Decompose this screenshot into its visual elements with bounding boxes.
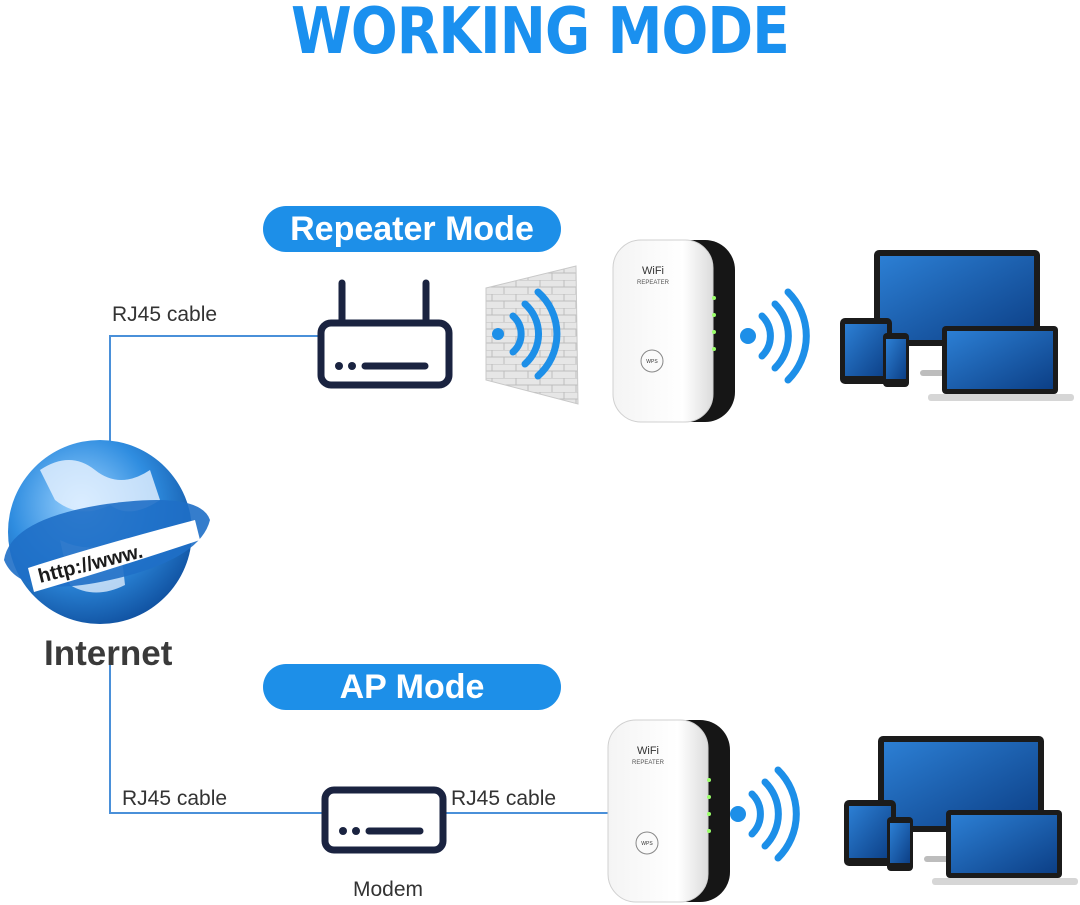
wifi-signal-icon bbox=[492, 288, 561, 380]
wifi-signal-icon bbox=[730, 766, 800, 862]
repeater-model: REPEATER bbox=[637, 280, 670, 286]
rj45-cable-label: RJ45 cable bbox=[122, 787, 228, 810]
client-devices-icon bbox=[844, 736, 1078, 885]
repeater-brand: WiFi bbox=[637, 745, 659, 757]
diagram-title: WORKING MODE bbox=[291, 0, 790, 69]
internet-label: Internet bbox=[44, 634, 173, 673]
rj45-cable-label: RJ45 cable bbox=[112, 303, 218, 326]
wifi-repeater-device: WiFi REPEATER WPS bbox=[607, 719, 730, 903]
wifi-repeater-device: WiFi REPEATER WPS bbox=[612, 239, 735, 423]
repeater-model: REPEATER bbox=[632, 760, 665, 766]
ap-mode-pill: AP Mode bbox=[263, 664, 561, 710]
modem-icon bbox=[321, 786, 447, 854]
repeater-brand: WiFi bbox=[642, 265, 664, 277]
router-icon bbox=[317, 279, 453, 389]
brick-wall-icon bbox=[485, 265, 579, 405]
wps-button-label: WPS bbox=[641, 841, 653, 847]
internet-globe-icon: http://www. bbox=[4, 440, 210, 624]
cable-lines bbox=[109, 335, 620, 814]
rj45-cable-label: RJ45 cable bbox=[451, 787, 557, 810]
client-devices-icon bbox=[840, 250, 1074, 401]
repeater-mode-pill: Repeater Mode bbox=[263, 206, 561, 252]
wifi-signal-icon bbox=[740, 288, 810, 384]
modem-label: Modem bbox=[353, 878, 424, 901]
wps-button-label: WPS bbox=[646, 359, 658, 365]
